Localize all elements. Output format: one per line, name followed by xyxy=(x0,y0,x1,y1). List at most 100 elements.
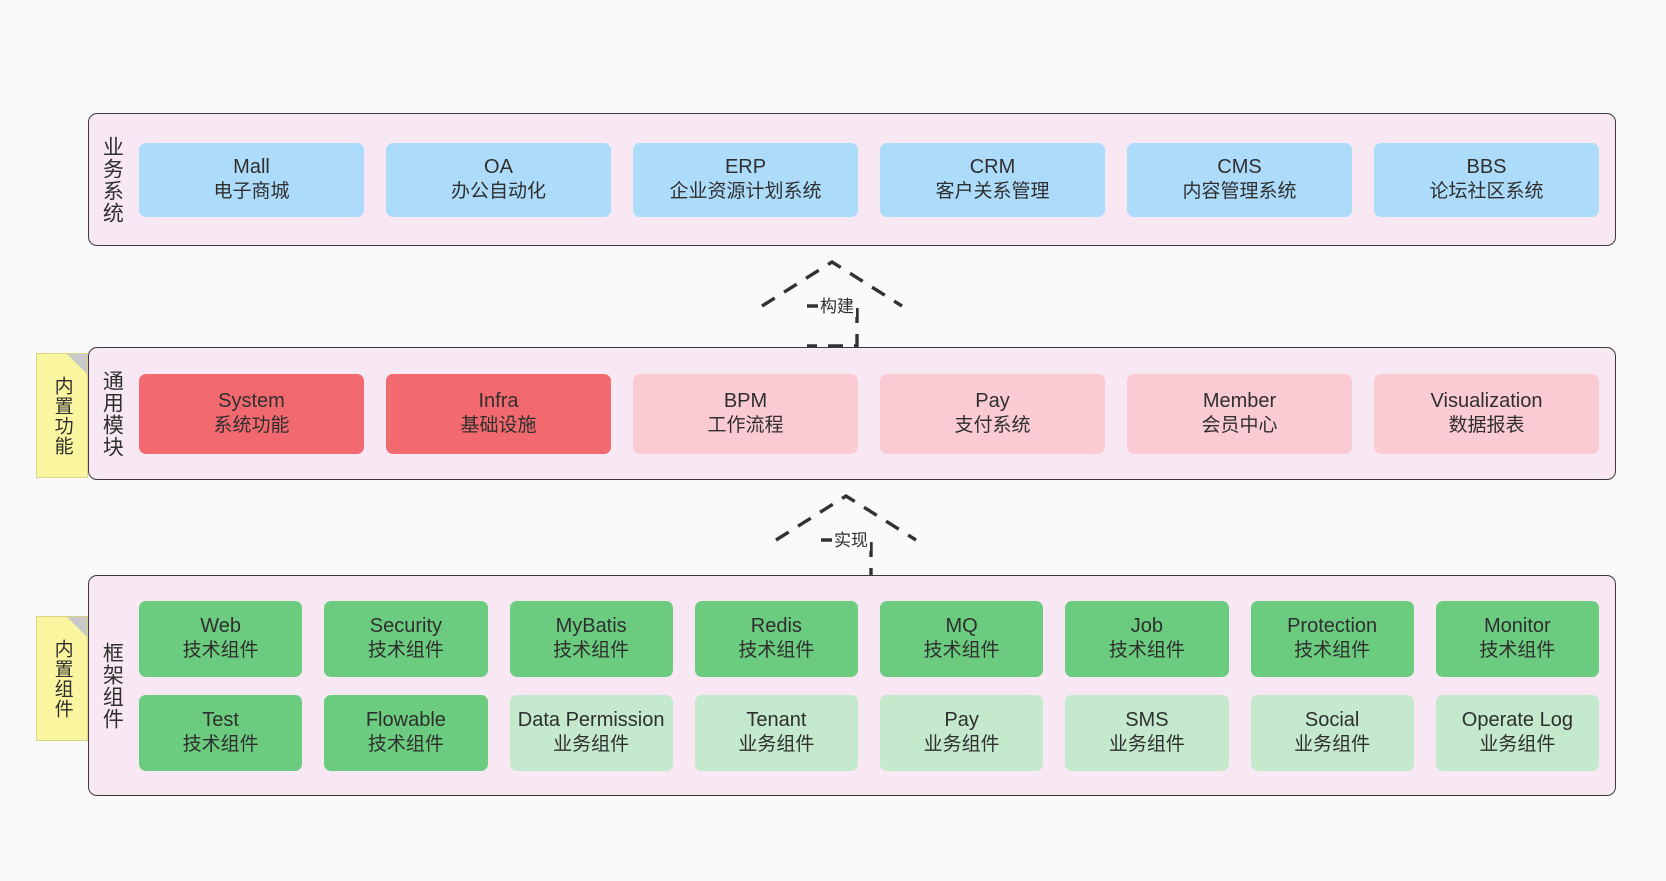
cell-subtitle: 业务组件 xyxy=(738,734,815,756)
cell-title: Member xyxy=(1202,389,1277,412)
cell-title: Operate Log xyxy=(1461,708,1573,731)
cell-job[interactable]: Job 技术组件 xyxy=(1065,600,1229,677)
cell-title: Monitor xyxy=(1484,614,1551,637)
layer-framework-components: 框架组件 Web 技术组件 Security 技术组件 MyBatis 技术组件… xyxy=(88,575,1616,796)
cell-title: BBS xyxy=(1466,155,1507,178)
cell-title: Flowable xyxy=(365,708,446,731)
cell-subtitle: 技术组件 xyxy=(367,640,444,662)
cell-title: System xyxy=(218,389,285,412)
cell-pay-module[interactable]: Pay 支付系统 xyxy=(880,373,1105,454)
cell-infra[interactable]: Infra 基础设施 xyxy=(386,373,611,454)
cell-subtitle: 业务组件 xyxy=(1108,734,1185,756)
cell-subtitle: 业务组件 xyxy=(1479,734,1556,756)
cell-subtitle: 电子商城 xyxy=(213,181,290,203)
cell-row: System 系统功能 Infra 基础设施 BPM 工作流程 Pay 支付系统… xyxy=(139,373,1599,454)
cell-protection[interactable]: Protection 技术组件 xyxy=(1250,600,1414,677)
cell-subtitle: 技术组件 xyxy=(1294,640,1371,662)
connector-implement: 实现 xyxy=(766,490,926,582)
cell-data-permission[interactable]: Data Permission 业务组件 xyxy=(509,694,673,771)
cell-title: Protection xyxy=(1287,614,1378,637)
cell-title: Social xyxy=(1304,708,1360,731)
cell-subtitle: 业务组件 xyxy=(923,734,1000,756)
layer-common-modules: 通用模块 System 系统功能 Infra 基础设施 BPM 工作流程 Pay… xyxy=(88,347,1616,480)
cell-crm[interactable]: CRM 客户关系管理 xyxy=(880,142,1105,217)
cell-row: Mall 电子商城 OA 办公自动化 ERP 企业资源计划系统 CRM 客户关系… xyxy=(139,142,1599,217)
cell-redis[interactable]: Redis 技术组件 xyxy=(694,600,858,677)
connector-build: 构建 xyxy=(752,256,912,348)
cell-member[interactable]: Member 会员中心 xyxy=(1127,373,1352,454)
sticky-note-builtin-component: 内置组件 xyxy=(36,616,88,741)
cell-subtitle: 办公自动化 xyxy=(450,181,546,203)
cell-title: Data Permission xyxy=(517,708,665,731)
cell-tenant[interactable]: Tenant 业务组件 xyxy=(694,694,858,771)
cell-title: CRM xyxy=(969,155,1016,178)
cell-subtitle: 基础设施 xyxy=(460,415,537,437)
cell-title: Tenant xyxy=(746,708,807,731)
cell-row: Web 技术组件 Security 技术组件 MyBatis 技术组件 Redi… xyxy=(139,600,1599,677)
cell-bbs[interactable]: BBS 论坛社区系统 xyxy=(1374,142,1599,217)
cell-title: Pay xyxy=(975,389,1010,412)
cell-title: CMS xyxy=(1217,155,1262,178)
layer-title-common-modules: 通用模块 xyxy=(100,369,124,458)
cell-subtitle: 内容管理系统 xyxy=(1182,181,1297,203)
cell-operate-log[interactable]: Operate Log 业务组件 xyxy=(1435,694,1599,771)
cell-monitor[interactable]: Monitor 技术组件 xyxy=(1435,600,1599,677)
cell-title: Infra xyxy=(478,389,519,412)
cell-flowable[interactable]: Flowable 技术组件 xyxy=(324,694,488,771)
cell-sms[interactable]: SMS 业务组件 xyxy=(1065,694,1229,771)
cell-cms[interactable]: CMS 内容管理系统 xyxy=(1127,142,1352,217)
cell-subtitle: 技术组件 xyxy=(553,640,630,662)
cell-social[interactable]: Social 业务组件 xyxy=(1250,694,1414,771)
cell-subtitle: 会员中心 xyxy=(1201,415,1278,437)
cell-pay-component[interactable]: Pay 业务组件 xyxy=(880,694,1044,771)
cell-visualization[interactable]: Visualization 数据报表 xyxy=(1374,373,1599,454)
cell-title: MyBatis xyxy=(555,614,627,637)
cell-security[interactable]: Security 技术组件 xyxy=(324,600,488,677)
cell-subtitle: 技术组件 xyxy=(367,734,444,756)
cell-subtitle: 论坛社区系统 xyxy=(1429,181,1544,203)
cell-subtitle: 技术组件 xyxy=(182,640,259,662)
cell-bpm[interactable]: BPM 工作流程 xyxy=(633,373,858,454)
layer-title-framework-components: 框架组件 xyxy=(100,641,124,730)
cell-test[interactable]: Test 技术组件 xyxy=(139,694,303,771)
cell-subtitle: 技术组件 xyxy=(1108,640,1185,662)
sticky-note-label: 内置功能 xyxy=(51,375,73,456)
cell-subtitle: 工作流程 xyxy=(707,415,784,437)
cell-title: OA xyxy=(484,155,513,178)
cell-mq[interactable]: MQ 技术组件 xyxy=(880,600,1044,677)
cell-oa[interactable]: OA 办公自动化 xyxy=(386,142,611,217)
cell-title: MQ xyxy=(945,614,978,637)
layer-body-business-systems: Mall 电子商城 OA 办公自动化 ERP 企业资源计划系统 CRM 客户关系… xyxy=(133,114,1615,245)
cell-subtitle: 客户关系管理 xyxy=(935,181,1050,203)
layer-body-framework-components: Web 技术组件 Security 技术组件 MyBatis 技术组件 Redi… xyxy=(133,576,1615,795)
connector-build-label: 构建 xyxy=(818,292,856,317)
cell-erp[interactable]: ERP 企业资源计划系统 xyxy=(633,142,858,217)
cell-title: BPM xyxy=(723,389,768,412)
cell-mybatis[interactable]: MyBatis 技术组件 xyxy=(509,600,673,677)
cell-subtitle: 技术组件 xyxy=(923,640,1000,662)
cell-subtitle: 系统功能 xyxy=(213,415,290,437)
sticky-note-label: 内置组件 xyxy=(51,638,73,719)
layer-title-business-systems: 业务系统 xyxy=(100,135,124,224)
cell-subtitle: 技术组件 xyxy=(182,734,259,756)
cell-title: Pay xyxy=(944,708,979,731)
layer-business-systems: 业务系统 Mall 电子商城 OA 办公自动化 ERP 企业资源计划系统 CRM… xyxy=(88,113,1616,246)
layer-body-common-modules: System 系统功能 Infra 基础设施 BPM 工作流程 Pay 支付系统… xyxy=(133,348,1615,479)
cell-subtitle: 技术组件 xyxy=(1479,640,1556,662)
cell-title: Visualization xyxy=(1430,389,1543,412)
cell-subtitle: 数据报表 xyxy=(1448,415,1525,437)
cell-title: Mall xyxy=(233,155,270,178)
cell-system[interactable]: System 系统功能 xyxy=(139,373,364,454)
cell-title: Test xyxy=(202,708,239,731)
cell-web[interactable]: Web 技术组件 xyxy=(139,600,303,677)
cell-subtitle: 业务组件 xyxy=(1294,734,1371,756)
cell-row: Test 技术组件 Flowable 技术组件 Data Permission … xyxy=(139,694,1599,771)
cell-subtitle: 支付系统 xyxy=(954,415,1031,437)
cell-subtitle: 业务组件 xyxy=(553,734,630,756)
connector-implement-label: 实现 xyxy=(832,526,870,551)
cell-title: Web xyxy=(200,614,241,637)
cell-title: Security xyxy=(369,614,442,637)
cell-mall[interactable]: Mall 电子商城 xyxy=(139,142,364,217)
cell-title: Job xyxy=(1130,614,1163,637)
